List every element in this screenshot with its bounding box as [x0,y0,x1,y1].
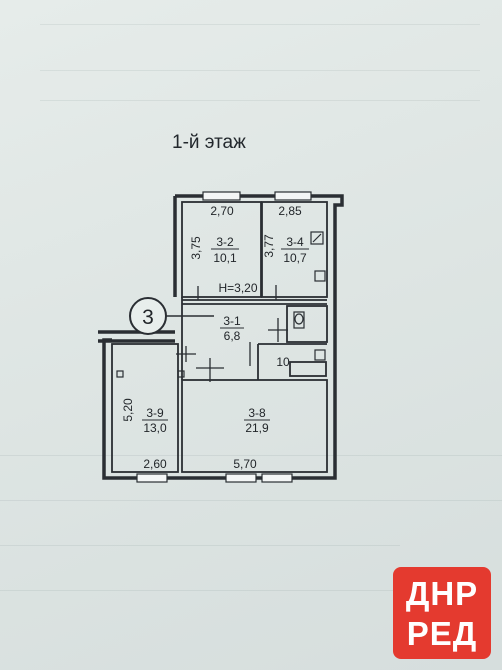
watermark-line2: РЕД [406,615,478,652]
dim-bottom-right: 5,70 [233,457,257,471]
dim-top-right: 2,85 [278,204,302,218]
room-3-8: 3-8 21,9 [244,406,270,435]
ceiling-height-label: H=3,20 [218,281,257,295]
dim-room-3-9-height: 5,20 [121,398,135,422]
room-id: 3-9 [146,406,164,420]
dim-room-3-4-height: 3,77 [262,234,276,258]
page-title: 1-й этаж [172,132,246,153]
room-area: 13,0 [143,421,167,435]
room-3-9: 3-9 13,0 [142,406,168,435]
room-3-1: 3-1 6,8 [220,314,244,343]
room-area: 21,9 [245,421,269,435]
room-id: 3-2 [216,235,234,249]
dim-top-left: 2,70 [210,204,234,218]
dim-room-3-2-height: 3,75 [189,236,203,260]
room-id: 3-8 [248,406,266,420]
dim-bottom-left: 2,60 [143,457,167,471]
watermark-line1: ДНР [405,575,479,612]
room-id: 3-1 [223,314,241,328]
room-area: 10,7 [283,251,307,265]
room-area: 6,8 [224,329,241,343]
dim-bathroom: 10 [276,355,290,369]
watermark-logo: ДНР РЕД [393,567,491,659]
room-area: 10,1 [213,251,237,265]
callout-number: 3 [142,306,154,329]
room-3-4: 3-4 10,7 [281,235,309,265]
room-id: 3-4 [286,235,304,249]
room-3-2: 3-2 10,1 [211,235,239,265]
